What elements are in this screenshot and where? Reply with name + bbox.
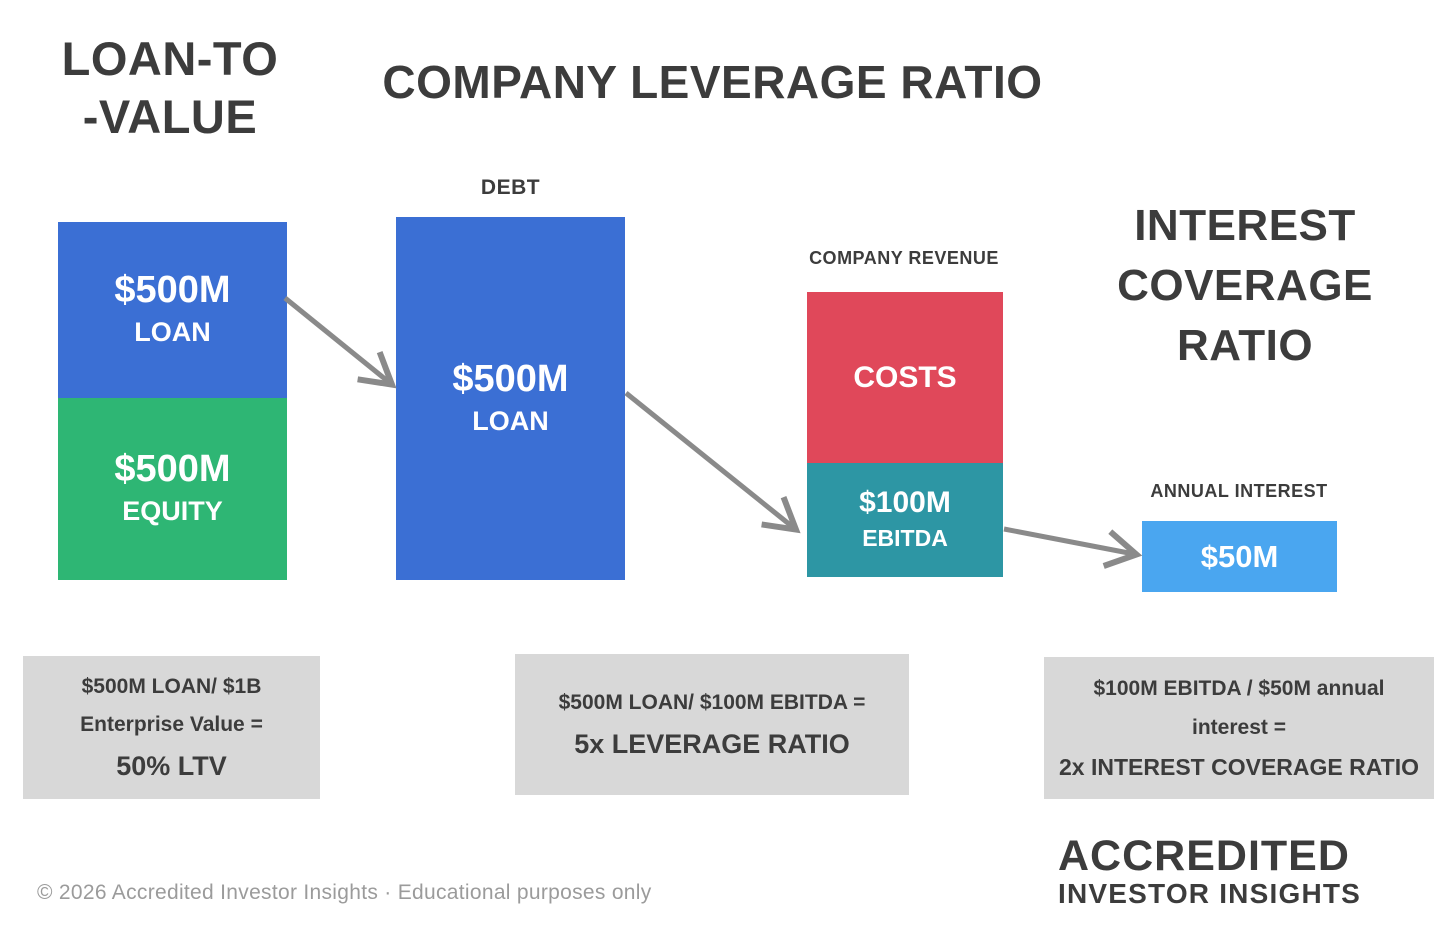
icr-summary-result: 2x INTEREST COVERAGE RATIO — [1059, 754, 1419, 780]
icr-title-line1: INTEREST — [1134, 201, 1356, 250]
icr-summary-box: $100M EBITDA / $50M annual interest = 2x… — [1044, 657, 1434, 799]
ltv-loan-label: LOAN — [134, 317, 211, 347]
ltv-equity-segment: $500M EQUITY — [58, 398, 287, 580]
icr-title: INTEREST COVERAGE RATIO — [1085, 196, 1405, 376]
ltv-loan-value: $500M — [114, 269, 231, 311]
ebitda-label: EBITDA — [862, 525, 948, 551]
leverage-title: COMPANY LEVERAGE RATIO — [382, 56, 1043, 108]
annual-interest-box: $50M — [1142, 521, 1337, 592]
arrow-debt-to-ebitda — [624, 391, 801, 534]
copyright-text: © 2026 Accredited Investor Insights · Ed… — [37, 881, 652, 904]
brand-logo: ACCREDITED INVESTOR INSIGHTS — [1058, 834, 1438, 910]
icr-title-line2: COVERAGE — [1117, 261, 1373, 310]
ltv-summary-line2: Enterprise Value = — [80, 712, 263, 736]
arrow-ebitda-to-interest — [1003, 526, 1143, 569]
icr-summary-line2: interest = — [1192, 716, 1286, 739]
annual-interest-caption: ANNUAL INTEREST — [1150, 481, 1328, 501]
arrow-loan-to-debt — [283, 296, 397, 389]
ltv-equity-label: EQUITY — [122, 496, 223, 526]
debt-loan-segment: $500M LOAN — [396, 217, 625, 580]
brand-logo-line2: INVESTOR INSIGHTS — [1058, 878, 1362, 909]
ebitda-segment: $100M EBITDA — [807, 463, 1003, 577]
costs-label: COSTS — [853, 360, 957, 394]
ltv-title-line1: LOAN-TO — [61, 32, 279, 85]
ltv-summary-box: $500M LOAN/ $1B Enterprise Value = 50% L… — [23, 656, 320, 799]
leverage-summary-line1: $500M LOAN/ $100M EBITDA = — [558, 690, 866, 714]
company-revenue-caption: COMPANY REVENUE — [809, 248, 999, 268]
costs-segment: COSTS — [807, 292, 1003, 463]
ltv-summary-line1: $500M LOAN/ $1B — [81, 674, 262, 698]
annual-interest-value: $50M — [1200, 538, 1279, 574]
icr-summary-line1: $100M EBITDA / $50M annual — [1093, 677, 1385, 700]
ltv-summary-result: 50% LTV — [116, 750, 227, 781]
ltv-title: LOAN-TO -VALUE — [40, 30, 300, 146]
debt-loan-label: LOAN — [472, 405, 549, 436]
leverage-summary-result: 5x LEVERAGE RATIO — [574, 728, 850, 759]
ltv-equity-value: $500M — [114, 448, 231, 490]
icr-title-line3: RATIO — [1176, 321, 1314, 370]
ltv-loan-segment: $500M LOAN — [58, 222, 287, 398]
debt-loan-value: $500M — [452, 357, 569, 400]
ltv-title-line2: -VALUE — [82, 90, 258, 143]
debt-caption: DEBT — [480, 176, 541, 199]
leverage-summary-box: $500M LOAN/ $100M EBITDA = 5x LEVERAGE R… — [515, 654, 909, 795]
brand-logo-line1: ACCREDITED — [1058, 832, 1350, 880]
ebitda-value: $100M — [859, 486, 951, 519]
